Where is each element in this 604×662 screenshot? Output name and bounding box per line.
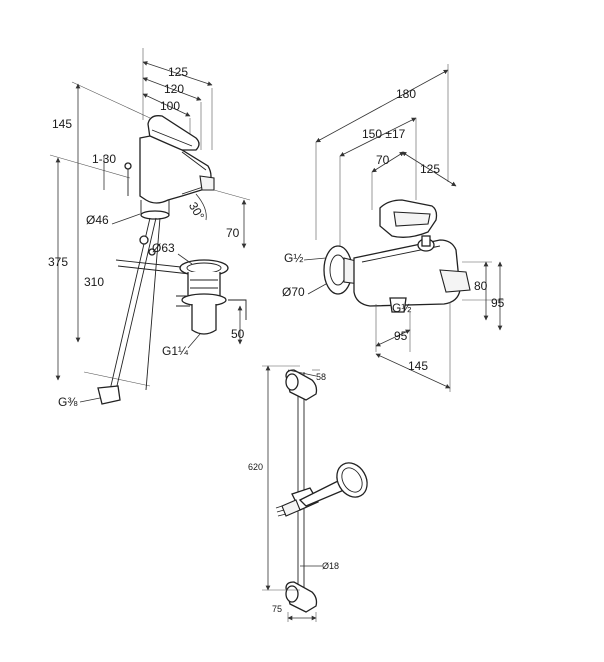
- dim-95-horizontal: 95: [394, 329, 408, 343]
- bath-top-dimensions: 180 150 ±17 70 125: [315, 64, 457, 246]
- basin-mixer-drawing: 125 120 100 145 375 310 1-30: [48, 48, 251, 409]
- label-diameter-70: Ø70: [282, 285, 305, 299]
- dim-375: 375: [48, 255, 68, 269]
- dim-150-tolerance: 150 ±17: [362, 127, 406, 141]
- label-g-half-bottom: G½: [392, 301, 411, 315]
- bath-mixer-drawing: 180 150 ±17 70 125: [282, 64, 505, 392]
- dim-100: 100: [160, 99, 180, 113]
- dim-120: 120: [164, 82, 184, 96]
- dim-145-bottom: 145: [408, 359, 428, 373]
- label-diameter-18: Ø18: [322, 561, 339, 571]
- bath-bottom-dimensions: 95 145: [375, 302, 451, 392]
- dim-70-top: 70: [376, 153, 390, 167]
- dim-80: 80: [474, 279, 488, 293]
- dim-50: 50: [231, 327, 245, 341]
- basin-waste-fitting: [176, 259, 247, 335]
- basin-top-dimensions: 125 120 100: [142, 48, 213, 150]
- basin-left-dimensions: 145 375 310 1-30: [48, 81, 151, 387]
- basin-faucet-body: [97, 115, 215, 405]
- dim-95-vertical: 95: [491, 296, 505, 310]
- label-diameter-46: Ø46: [86, 213, 109, 227]
- label-diameter-63: Ø63: [152, 241, 175, 255]
- label-g-half-left: G½: [284, 251, 303, 265]
- dim-1-30: 1-30: [92, 152, 116, 166]
- bath-labels: G½ G½ Ø70: [282, 251, 411, 315]
- dim-310: 310: [84, 275, 104, 289]
- dim-30-degrees: 30°: [186, 200, 207, 223]
- dim-620: 620: [248, 462, 263, 472]
- hand-shower: [275, 462, 368, 517]
- dim-125: 125: [168, 65, 188, 79]
- bath-right-dimensions: 80 95: [462, 261, 505, 331]
- dim-145: 145: [52, 117, 72, 131]
- bath-mixer-body: [323, 199, 471, 313]
- dim-58: 58: [316, 372, 326, 382]
- shower-rail-drawing: 620 58 Ø18 75: [248, 365, 368, 622]
- label-g1-quarter: G1¼: [162, 344, 189, 358]
- dim-180: 180: [396, 87, 416, 101]
- dim-70: 70: [226, 226, 240, 240]
- dim-75: 75: [272, 604, 282, 614]
- dim-125-top: 125: [420, 162, 440, 176]
- label-g3-eighth: G⅜: [58, 395, 78, 409]
- basin-labels: Ø46 Ø63 G1¼ G⅜: [58, 213, 201, 409]
